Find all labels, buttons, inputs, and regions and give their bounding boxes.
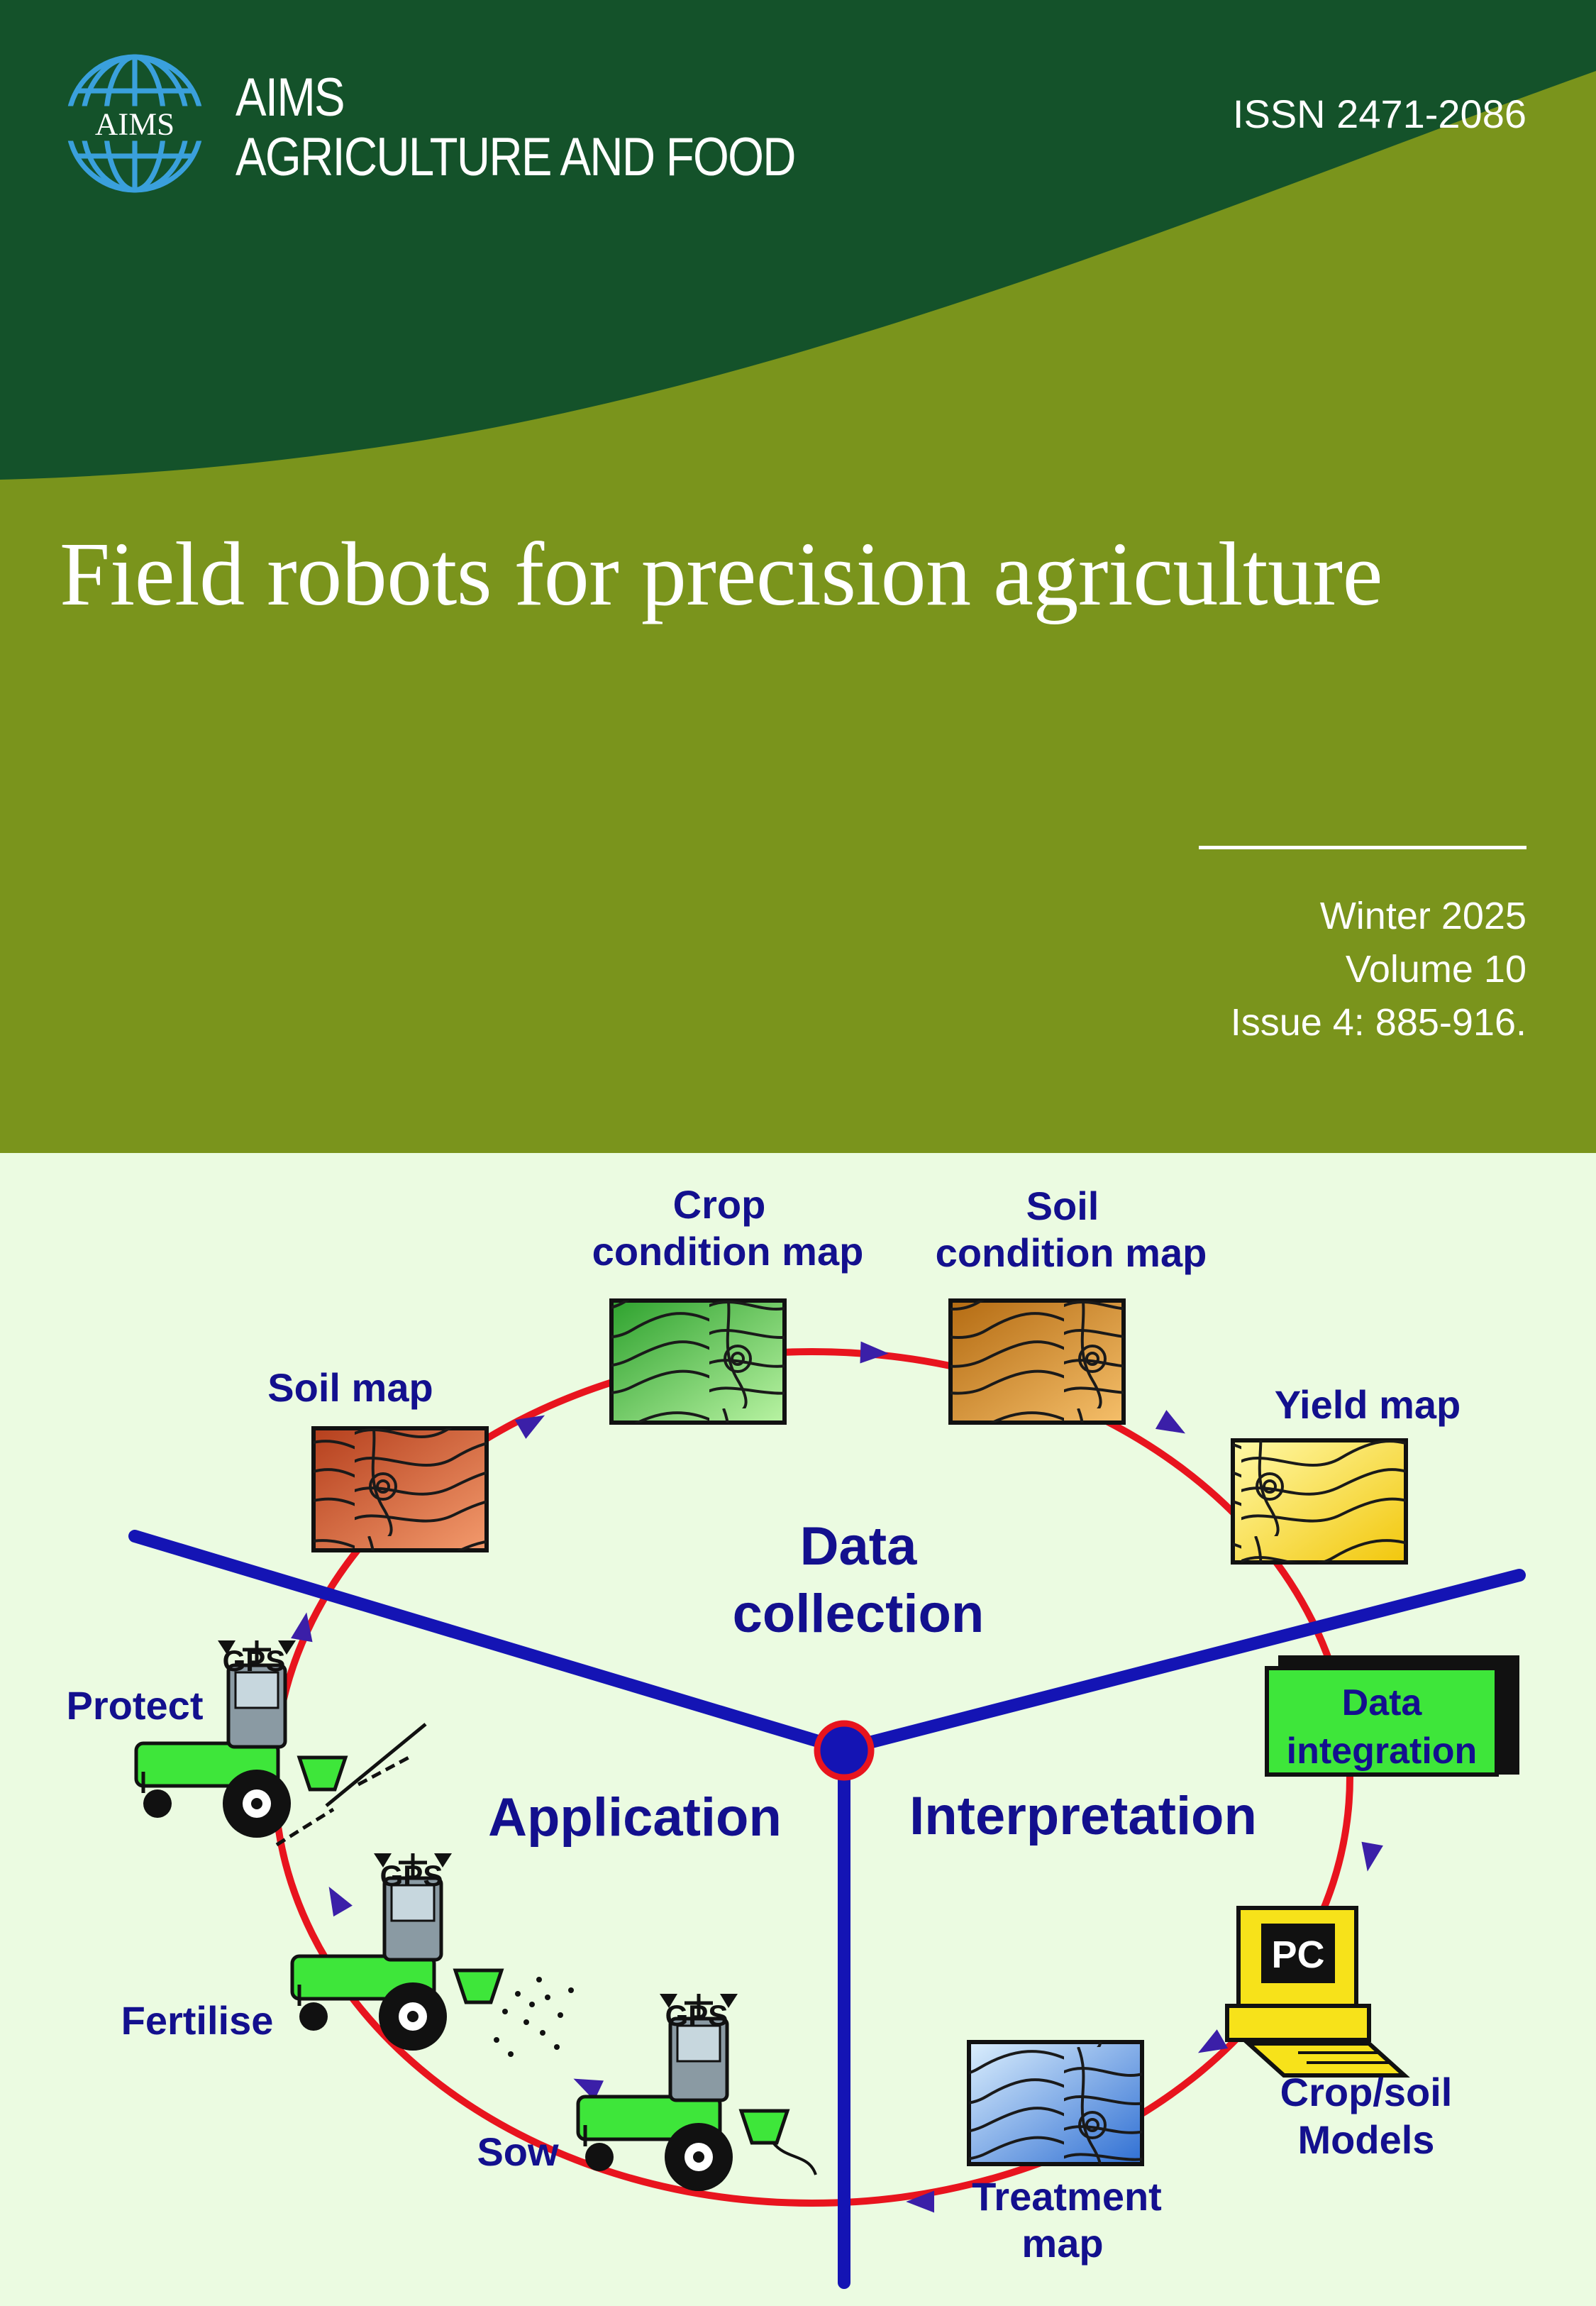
header-background (0, 0, 1596, 480)
yield-map: Yield map (1231, 1382, 1461, 1565)
journal-name-line1: AIMS (235, 67, 345, 128)
svg-text:Data: Data (800, 1516, 917, 1577)
fertilise-tractor: GPS Fertilise (121, 1853, 574, 2057)
axes-hub (814, 1720, 875, 1781)
issn-label: ISSN 2471-2086 (1232, 92, 1526, 136)
issue-volume: Volume 10 (1345, 948, 1526, 991)
svg-text:Crop/soil: Crop/soil (1280, 2070, 1453, 2114)
sow-label: Sow (477, 2129, 559, 2174)
soil-map: Soil map (267, 1365, 489, 1552)
cover-title: Field robots for precision agriculture (60, 524, 1382, 624)
aims-globe-logo: AIMS (62, 54, 207, 193)
issue-info: Winter 2025 Volume 10 Issue 4: 885-916. (1231, 890, 1526, 1049)
svg-text:Models: Models (1298, 2117, 1435, 2162)
svg-text:Data: Data (1342, 1682, 1423, 1723)
issue-season: Winter 2025 (1319, 895, 1526, 937)
treatment-map: Treatment map (967, 2040, 1162, 2266)
journal-name: AIMS AGRICULTURE AND FOOD (235, 67, 796, 187)
svg-text:condition map: condition map (592, 1229, 864, 1274)
precision-agriculture-cycle-diagram: Data collection Application Interpretati… (0, 1153, 1596, 2306)
fertilise-label: Fertilise (121, 1998, 274, 2043)
svg-text:condition map: condition map (936, 1230, 1207, 1275)
svg-text:AIMS: AIMS (95, 106, 174, 141)
crop-soil-models-label: Crop/soil Models (1280, 2070, 1453, 2162)
sector-label-data-collection: Data collection (733, 1516, 985, 1644)
svg-text:integration: integration (1287, 1731, 1478, 1772)
soil-map-label: Soil map (267, 1365, 433, 1410)
issue-divider (1199, 846, 1526, 849)
protect-label: Protect (67, 1683, 204, 1728)
crop-condition-map: Crop condition map (592, 1182, 864, 1425)
soil-condition-map: Soil condition map (936, 1184, 1207, 1425)
cycle-diagram-svg: Data collection Application Interpretati… (67, 1182, 1526, 2289)
svg-text:PC: PC (1271, 1933, 1324, 1976)
journal-name-line2: AGRICULTURE AND FOOD (235, 127, 796, 187)
svg-text:Soil: Soil (1026, 1184, 1099, 1228)
sow-tractor: GPS Sow (477, 1994, 817, 2191)
data-integration-box: Data integration (1265, 1655, 1519, 1777)
svg-text:GPS: GPS (223, 1644, 286, 1677)
svg-text:Crop: Crop (673, 1182, 766, 1227)
svg-text:collection: collection (733, 1584, 985, 1644)
svg-text:map: map (1021, 2221, 1103, 2266)
svg-text:GPS: GPS (665, 1999, 728, 2032)
sector-axes (128, 1530, 1526, 2289)
computer-icon: PC (1225, 1906, 1410, 2078)
yield-map-label: Yield map (1275, 1382, 1461, 1427)
issue-pages: Issue 4: 885-916. (1230, 1001, 1526, 1044)
svg-text:Treatment: Treatment (972, 2174, 1162, 2219)
sector-label-application: Application (488, 1787, 782, 1848)
protect-tractor: GPS Protect (67, 1640, 427, 1847)
svg-text:GPS: GPS (380, 1859, 443, 1892)
sector-label-interpretation: Interpretation (909, 1786, 1257, 1846)
